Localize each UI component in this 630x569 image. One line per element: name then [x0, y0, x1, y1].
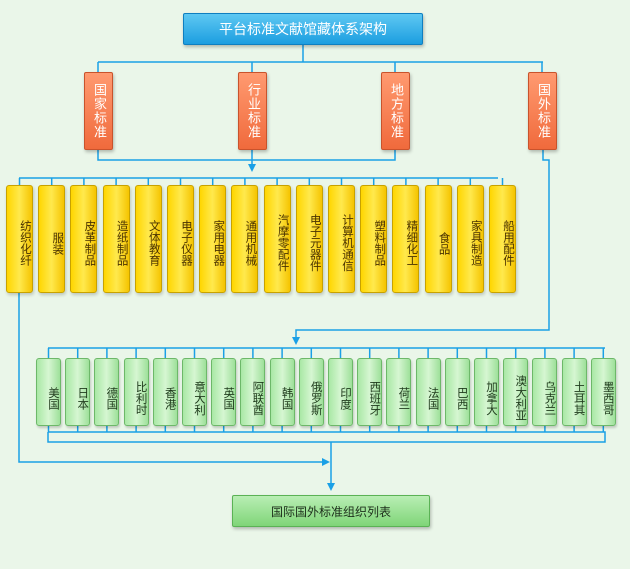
industry-node: 精细化工 [392, 185, 420, 293]
industry-node: 食品 [424, 185, 452, 293]
country-node: 土耳其 [561, 358, 587, 426]
country-node: 日本 [65, 358, 91, 426]
industry-node: 文体教育 [134, 185, 162, 293]
industry-node: 服装 [38, 185, 66, 293]
industry-node: 造纸制品 [102, 185, 130, 293]
country-node: 乌克兰 [532, 358, 558, 426]
category-node: 国家标准 [84, 72, 113, 150]
industry-node: 家具制造 [456, 185, 484, 293]
international-org-list: 国际国外标准组织列表 [232, 495, 430, 527]
country-node: 巴西 [444, 358, 470, 426]
country-node: 韩国 [269, 358, 295, 426]
industry-node: 家用电器 [199, 185, 227, 293]
industry-node: 计算机通信 [328, 185, 355, 293]
country-node: 香港 [152, 358, 178, 426]
country-node: 法国 [415, 358, 441, 426]
country-node: 英国 [211, 358, 237, 426]
country-node: 意大利 [182, 358, 207, 426]
country-node: 美国 [36, 358, 61, 426]
country-node: 澳大利亚 [503, 358, 529, 426]
industry-node: 电子仪器 [167, 185, 194, 293]
category-node: 地方标准 [381, 72, 410, 150]
country-node: 德国 [94, 358, 120, 426]
country-node: 比利时 [123, 358, 149, 426]
category-node: 行业标准 [238, 72, 267, 150]
category-node: 国外标准 [528, 72, 557, 150]
industry-node: 通用机械 [231, 185, 259, 293]
country-node: 西班牙 [357, 358, 383, 426]
country-node: 荷兰 [386, 358, 412, 426]
industry-node: 汽摩零配件 [263, 185, 291, 293]
industry-node: 塑料制品 [360, 185, 388, 293]
country-node: 阿联酋 [240, 358, 266, 426]
root-node: 平台标准文献馆藏体系架构 [183, 13, 423, 45]
country-node: 俄罗斯 [298, 358, 324, 426]
country-node: 印度 [328, 358, 353, 426]
country-node: 墨西哥 [590, 358, 616, 426]
industry-node: 电子元器件 [295, 185, 323, 293]
industry-node: 纺织化纤 [6, 185, 33, 293]
industry-node: 皮革制品 [70, 185, 98, 293]
industry-node: 船用配件 [489, 185, 516, 293]
country-node: 加拿大 [474, 358, 499, 426]
